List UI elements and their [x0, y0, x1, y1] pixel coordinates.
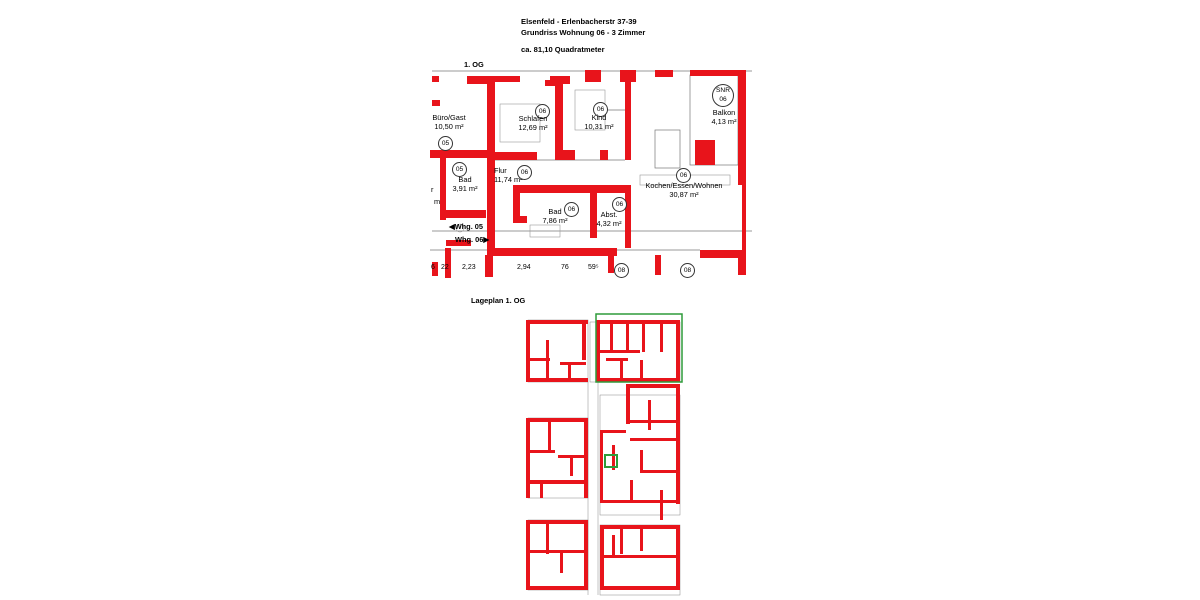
arrow-right-icon: ▶	[483, 235, 490, 244]
apartment-marker-whg05: ◀Whg. 05	[449, 222, 484, 231]
room-bad05: Bad 3,91 m²	[452, 175, 478, 193]
title-address: Elsenfeld - Erlenbacherstr 37-39	[521, 17, 637, 26]
title-area: ca. 81,10 Quadratmeter	[521, 45, 605, 54]
room-schlafen: Schlafen 12,69 m²	[518, 114, 548, 132]
room-flur: Flur 11,74 m²	[494, 166, 523, 184]
room-bad06: Bad 7,86 m²	[542, 207, 568, 225]
room-number-08a: 08	[614, 263, 629, 278]
room-number-kochen: 06	[676, 168, 691, 183]
dimension-294: 2,94	[517, 264, 531, 271]
room-number-flur: 06	[517, 165, 532, 180]
room-number-buero: 05	[438, 136, 453, 151]
dimension-76: 76	[561, 264, 569, 271]
room-kochen-essen-wohnen: Kochen/Essen/Wohnen 30,87 m²	[645, 181, 723, 199]
room-snr-balkon: SNR 06	[712, 84, 734, 107]
room-balkon: Balkon 4,13 m²	[711, 108, 737, 126]
site-plan-label: Lageplan 1. OG	[471, 296, 526, 305]
room-number-abst: 06	[612, 197, 627, 212]
room-buero-gast: Büro/Gast 10,50 m²	[432, 113, 466, 131]
dimension-59: 59⁵	[588, 264, 599, 271]
room-cut-label-r: r	[431, 185, 434, 194]
title-plan: Grundriss Wohnung 06 - 3 Zimmer	[521, 28, 646, 37]
room-abstellraum: Abst. 4,32 m²	[596, 210, 622, 228]
room-cut-label-m: m	[434, 197, 441, 206]
room-number-schlafen: 06	[535, 104, 550, 119]
dimension-22: 22	[441, 264, 449, 271]
dimension-223: 2,23	[462, 264, 476, 271]
arrow-left-icon: ◀	[449, 222, 455, 231]
room-number-kind: 06	[593, 102, 608, 117]
room-number-08b: 08	[680, 263, 695, 278]
apartment-marker-whg06: Whg. 06▶	[455, 235, 490, 244]
room-number-bad05: 05	[452, 162, 467, 177]
dimension-6: 6	[431, 264, 435, 271]
room-kind: Kind 10,31 m²	[584, 113, 614, 131]
floor-label: 1. OG	[464, 60, 484, 69]
room-number-bad06: 06	[564, 202, 579, 217]
